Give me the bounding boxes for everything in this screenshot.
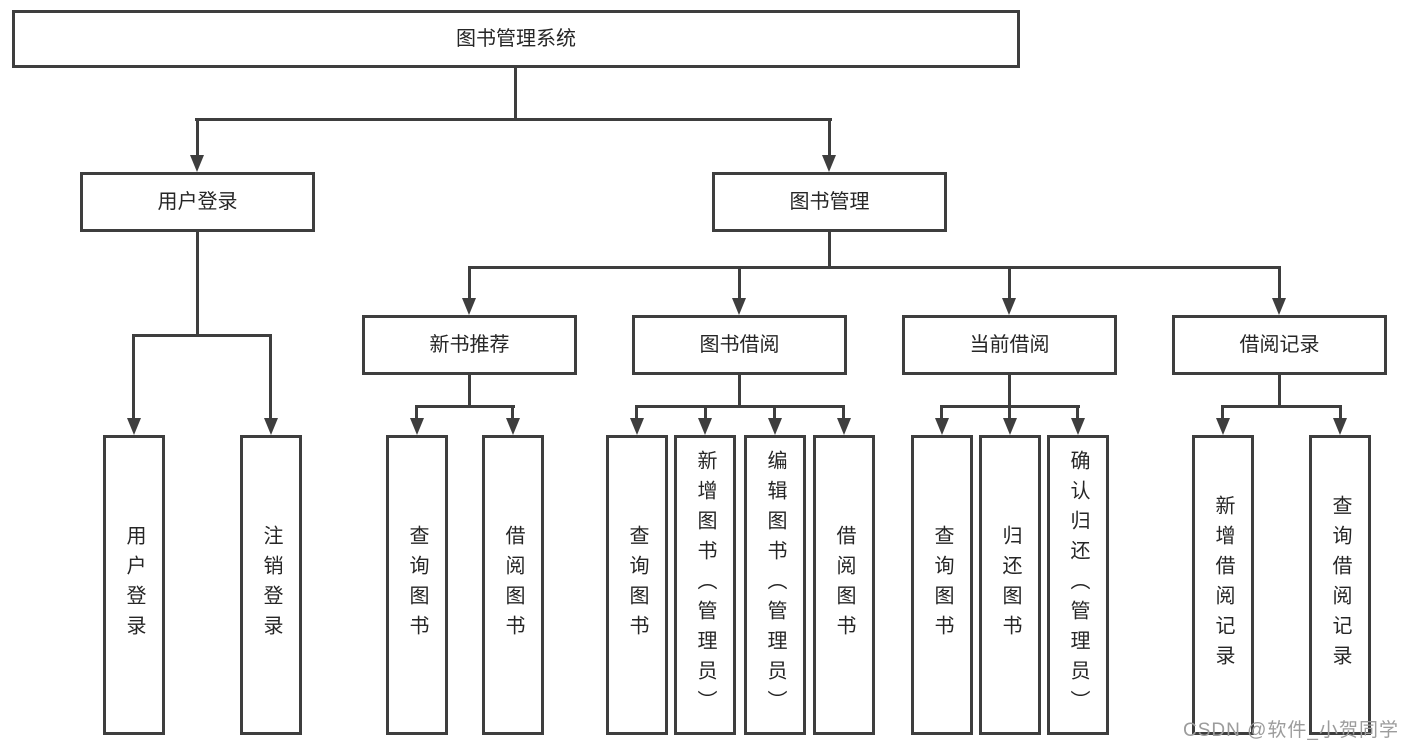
leaf-return-books: 归还图书: [979, 435, 1041, 735]
connector-line: [635, 405, 845, 408]
leaf-add-borrow-record: 新增借阅记录: [1192, 435, 1254, 735]
arrowhead-down-icon: [935, 418, 949, 435]
arrowhead-down-icon: [462, 298, 476, 315]
connector-line: [132, 334, 135, 421]
connector-line: [468, 373, 471, 408]
arrowhead-down-icon: [1003, 418, 1017, 435]
connector-line: [196, 230, 199, 337]
connector-line: [514, 66, 517, 120]
connector-line: [1008, 373, 1011, 408]
arrowhead-down-icon: [1002, 298, 1016, 315]
leaf-edit-books-admin: 编辑图书（管理员）: [744, 435, 806, 735]
connector-line: [1076, 405, 1079, 421]
arrowhead-down-icon: [264, 418, 278, 435]
connector-line: [1278, 373, 1281, 408]
arrowhead-down-icon: [698, 418, 712, 435]
arrowhead-down-icon: [732, 298, 746, 315]
leaf-query-borrow-record: 查询借阅记录: [1309, 435, 1371, 735]
node-borrowing-records: 借阅记录: [1172, 315, 1387, 375]
leaf-add-books-admin: 新增图书（管理员）: [674, 435, 736, 735]
connector-line: [1008, 405, 1011, 421]
node-new-book-recommend: 新书推荐: [362, 315, 577, 375]
leaf-confirm-return-admin: 确认归还（管理员）: [1047, 435, 1109, 735]
connector-line: [1221, 405, 1224, 421]
connector-line: [1221, 405, 1342, 408]
connector-line: [468, 266, 471, 301]
node-user-login: 用户登录: [80, 172, 315, 232]
arrowhead-down-icon: [1216, 418, 1230, 435]
leaf-query-books-current: 查询图书: [911, 435, 973, 735]
arrowhead-down-icon: [1071, 418, 1085, 435]
arrowhead-down-icon: [837, 418, 851, 435]
arrowhead-down-icon: [768, 418, 782, 435]
arrowhead-down-icon: [410, 418, 424, 435]
connector-line: [828, 118, 831, 158]
connector-line: [940, 405, 943, 421]
arrowhead-down-icon: [127, 418, 141, 435]
connector-line: [132, 334, 272, 337]
arrowhead-down-icon: [822, 155, 836, 172]
arrowhead-down-icon: [190, 155, 204, 172]
connector-line: [1008, 266, 1011, 301]
connector-line: [1278, 266, 1281, 301]
node-current-borrowing: 当前借阅: [902, 315, 1117, 375]
connector-line: [1339, 405, 1342, 421]
leaf-query-books-borrowing: 查询图书: [606, 435, 668, 735]
connector-line: [269, 334, 272, 421]
connector-line: [468, 266, 1281, 269]
leaf-logout: 注销登录: [240, 435, 302, 735]
arrowhead-down-icon: [1272, 298, 1286, 315]
arrowhead-down-icon: [630, 418, 644, 435]
leaf-borrow-books: 借阅图书: [813, 435, 875, 735]
connector-line: [635, 405, 638, 421]
node-root: 图书管理系统: [12, 10, 1020, 68]
connector-line: [738, 266, 741, 301]
connector-line: [828, 230, 831, 269]
leaf-borrow-books-recommend: 借阅图书: [482, 435, 544, 735]
leaf-query-books-recommend: 查询图书: [386, 435, 448, 735]
node-book-borrowing: 图书借阅: [632, 315, 847, 375]
connector-line: [704, 405, 707, 421]
arrowhead-down-icon: [1333, 418, 1347, 435]
connector-line: [842, 405, 845, 421]
connector-line: [773, 405, 776, 421]
connector-line: [196, 118, 199, 158]
connector-line: [195, 118, 832, 121]
leaf-user-login: 用户登录: [103, 435, 165, 735]
connector-line: [415, 405, 418, 421]
watermark: CSDN @软件_小贺同学: [1183, 720, 1399, 741]
connector-line: [738, 373, 741, 408]
connector-line: [511, 405, 514, 421]
arrowhead-down-icon: [506, 418, 520, 435]
node-book-management: 图书管理: [712, 172, 947, 232]
connector-line: [415, 405, 515, 408]
